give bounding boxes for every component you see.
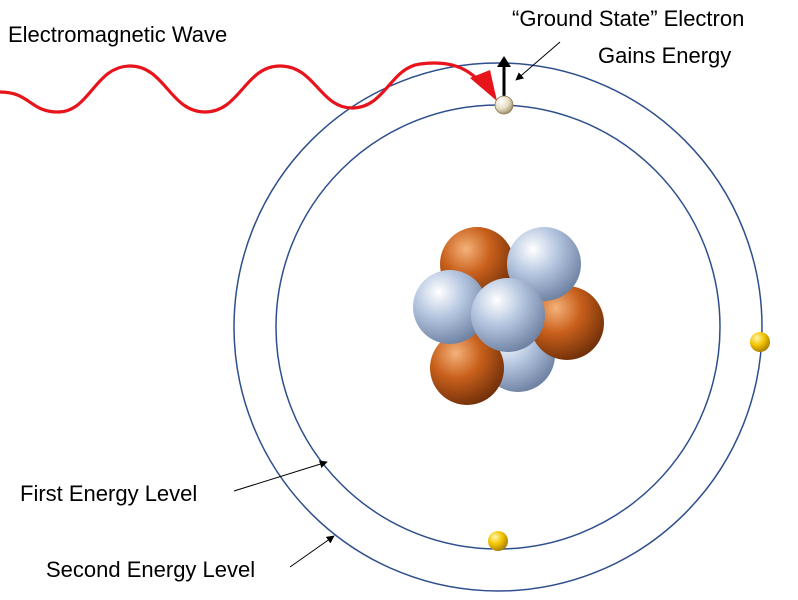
second-energy-level-label: Second Energy Level	[46, 557, 256, 582]
first-level-pointer	[233, 460, 328, 492]
ground-state-label-line2: Gains Energy	[598, 43, 732, 68]
electron-second-level	[750, 332, 770, 352]
ground-state-pointer	[515, 41, 561, 81]
proton	[530, 286, 604, 360]
second-level-pointer	[289, 535, 335, 568]
electromagnetic-wave	[0, 61, 484, 114]
electromagnetic-wave-label: Electromagnetic Wave	[8, 22, 228, 47]
ground-state-electron	[494, 95, 514, 115]
ground-state-label-line1: “Ground State” Electron	[512, 6, 745, 31]
first-energy-level-label: First Energy Level	[20, 481, 198, 506]
neutron	[471, 278, 545, 352]
nucleus	[413, 227, 604, 405]
neutron	[413, 270, 487, 344]
energy-gain-arrowhead	[497, 56, 511, 67]
wave-arrowhead	[470, 70, 497, 101]
proton	[430, 331, 504, 405]
second-energy-level-orbit	[233, 62, 763, 592]
electron-first-level	[488, 531, 508, 551]
